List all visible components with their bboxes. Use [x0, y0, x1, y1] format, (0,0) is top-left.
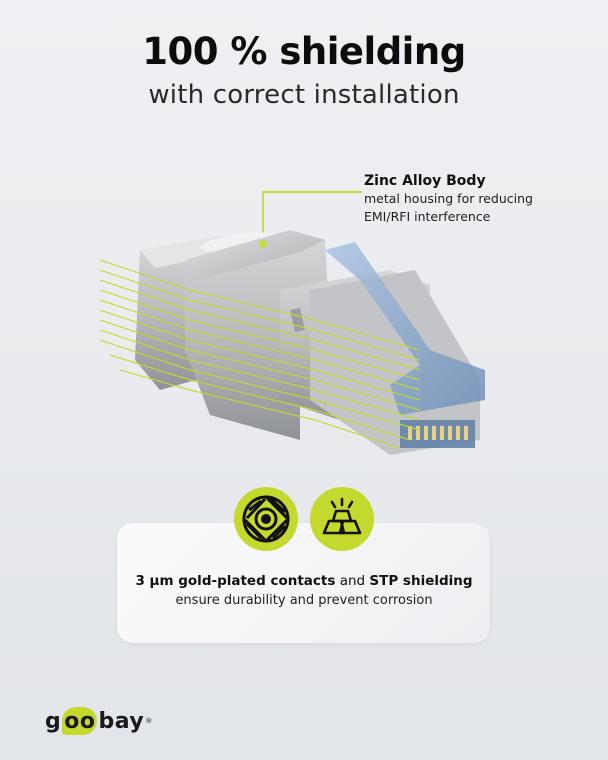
- logo-suffix: bay: [98, 708, 145, 734]
- gold-bars-icon: [310, 487, 374, 551]
- feature-line1: 3 µm gold-plated contacts and STP shield…: [0, 572, 608, 591]
- callout-leader-horizontal: [262, 191, 362, 193]
- shielding-icon: [234, 487, 298, 551]
- feature-text: 3 µm gold-plated contacts and STP shield…: [0, 572, 608, 610]
- callout-leader-dot: [259, 240, 267, 248]
- feature-connector: and: [335, 573, 370, 589]
- callout-desc-line1: metal housing for reducing: [364, 191, 533, 206]
- rj45-connector-image: [100, 230, 485, 455]
- feature-gold-contacts: 3 µm gold-plated contacts: [135, 573, 336, 589]
- callout-desc-line2: EMI/RFI interference: [364, 209, 491, 224]
- registered-mark: ®: [145, 717, 153, 725]
- goobay-logo: g oo bay ®: [45, 706, 152, 736]
- logo-highlight: oo: [62, 707, 98, 735]
- feature-line2: ensure durability and prevent corrosion: [175, 593, 433, 608]
- logo-prefix: g: [45, 708, 62, 734]
- feature-stp-shielding: STP shielding: [369, 573, 473, 589]
- callout-leader-vertical: [262, 191, 264, 243]
- callout-title: Zinc Alloy Body: [364, 173, 486, 189]
- headline: 100 % shielding: [142, 30, 466, 73]
- feature-card: [117, 523, 490, 643]
- zinc-alloy-callout: Zinc Alloy Body metal housing for reduci…: [364, 172, 533, 226]
- subheadline: with correct installation: [148, 80, 460, 110]
